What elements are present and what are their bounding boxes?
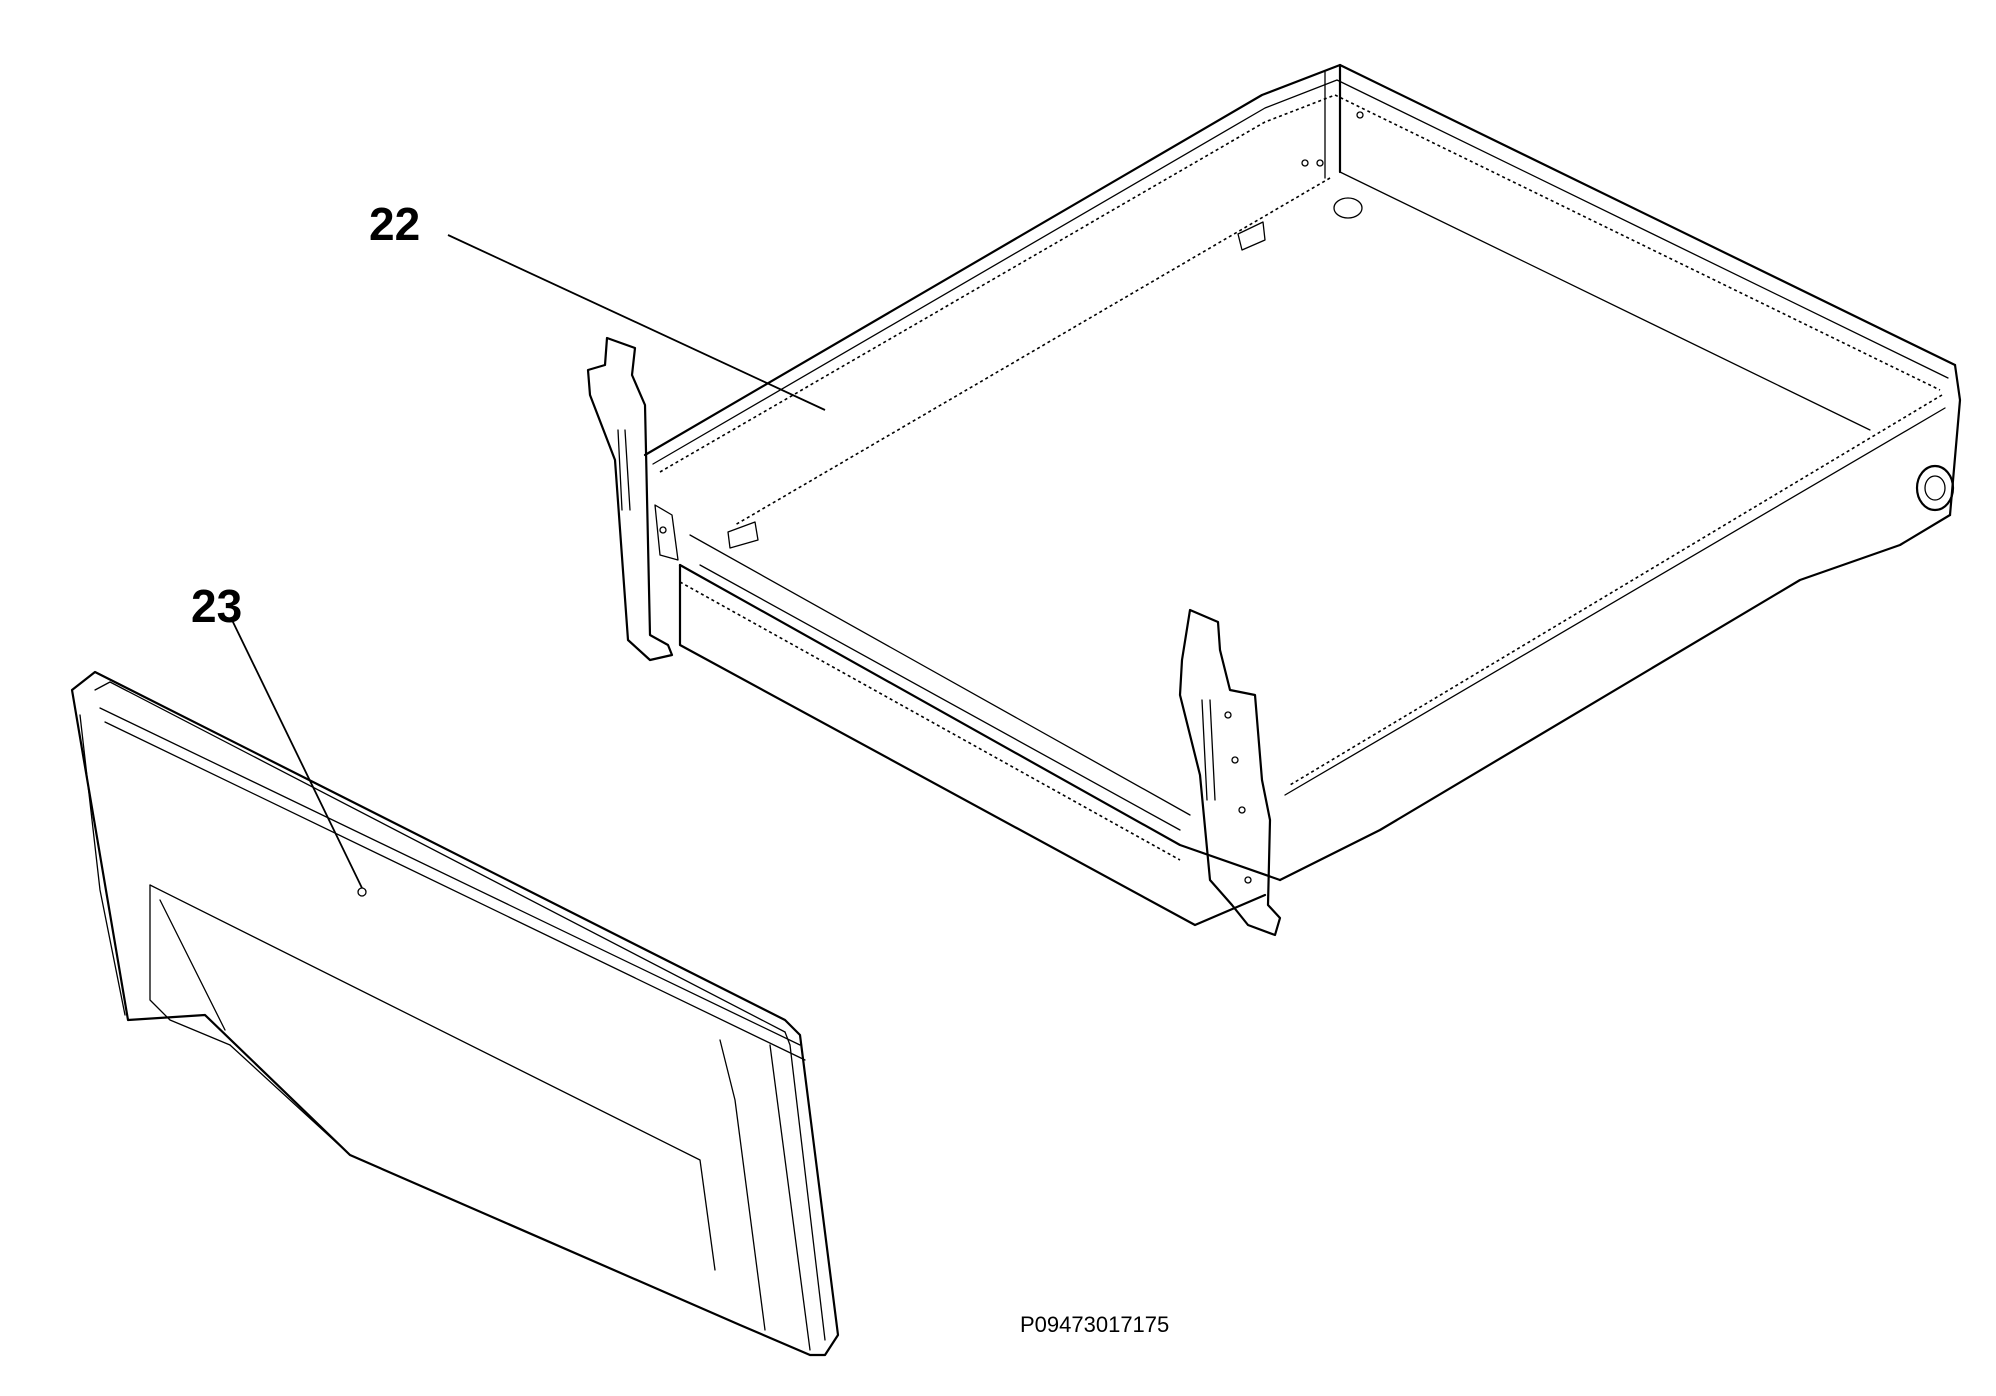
leader-line-23 — [231, 619, 363, 889]
panel-center-mark — [357, 887, 367, 897]
front-panel-part-23 — [70, 670, 840, 1357]
leader-line-22 — [447, 234, 826, 411]
drawer-tray-part-22 — [586, 63, 1962, 937]
drawing-code: P09473017175 — [1020, 1312, 1170, 1337]
callout-22: 22 — [369, 198, 421, 250]
callout-23: 23 — [191, 580, 243, 632]
